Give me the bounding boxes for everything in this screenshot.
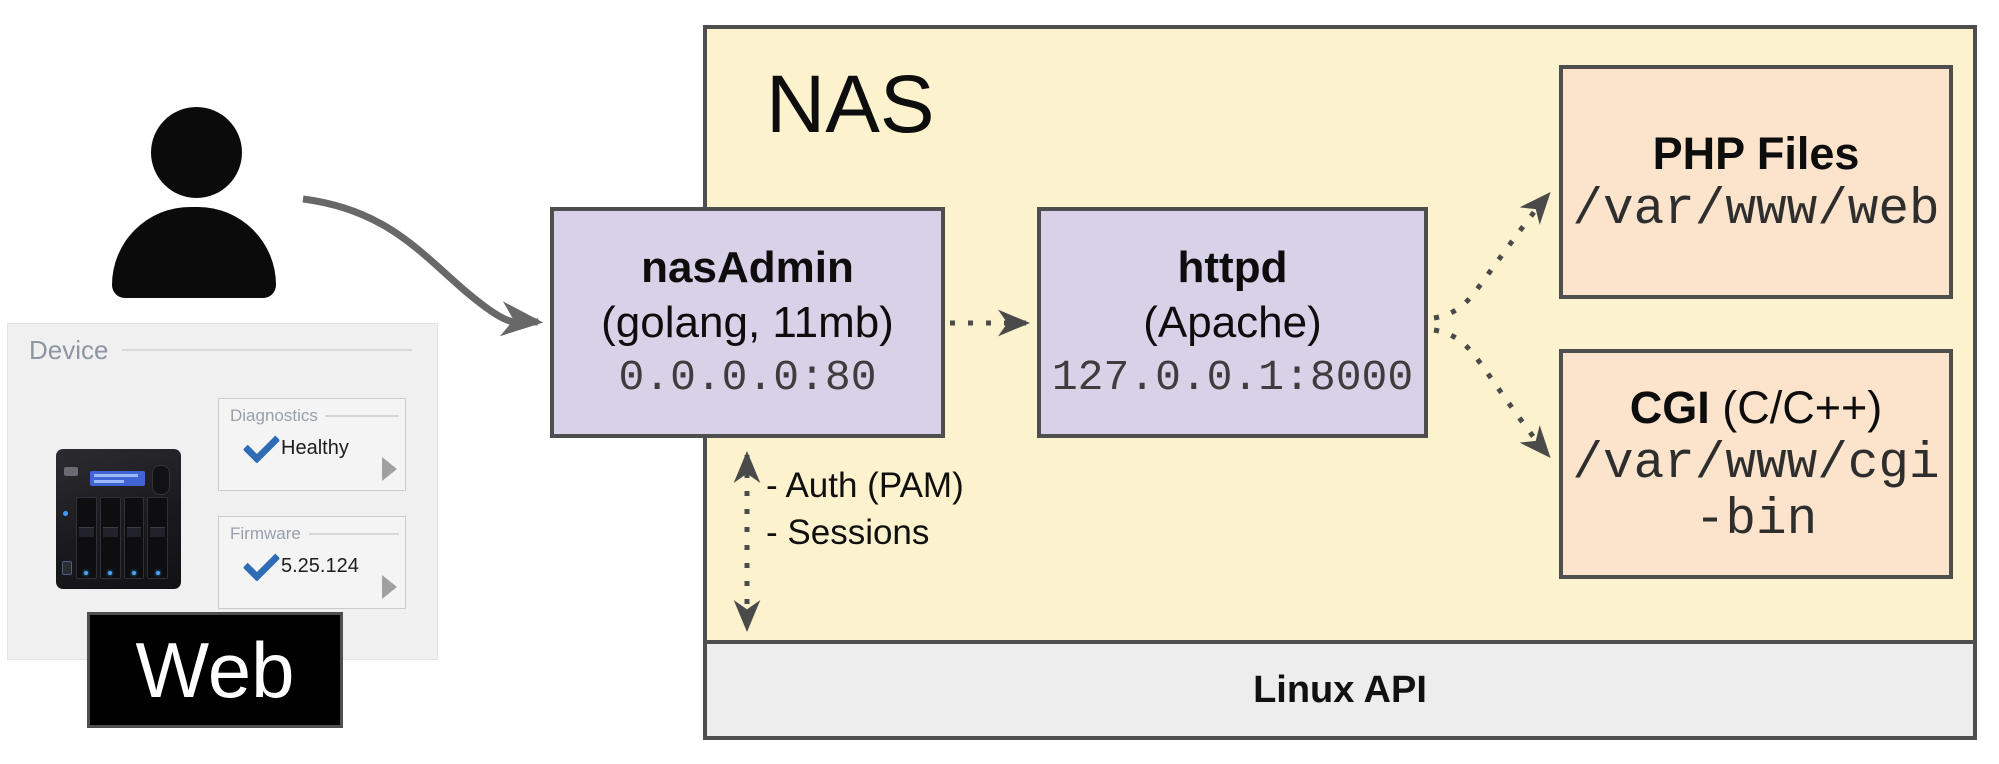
linux-api-bar: Linux API — [703, 640, 1977, 740]
drive-bay — [147, 497, 168, 579]
nav-buttons — [152, 465, 170, 495]
device-title-divider — [122, 349, 412, 351]
diagnostics-expand-chevron-icon[interactable] — [382, 457, 397, 481]
auth-note-pam: - Auth (PAM) — [766, 466, 964, 505]
person-body — [112, 207, 276, 298]
httpd-box: httpd (Apache) 127.0.0.1:8000 — [1037, 207, 1428, 438]
auth-notes: - Auth (PAM) - Sessions — [766, 462, 964, 556]
nasadmin-subtitle: (golang, 11mb) — [601, 298, 894, 347]
nasadmin-address: 0.0.0.0:80 — [618, 353, 877, 402]
web-badge: Web — [87, 612, 343, 728]
linux-api-label: Linux API — [1253, 668, 1427, 711]
user-to-nasadmin-arrow — [302, 195, 544, 337]
nasadmin-box: nasAdmin (golang, 11mb) 0.0.0.0:80 — [550, 207, 945, 438]
drive-bay — [123, 497, 145, 579]
httpd-subtitle: (Apache) — [1143, 298, 1322, 347]
drive-bay — [99, 497, 121, 579]
drive-bays — [76, 497, 168, 579]
diagnostics-divider — [325, 415, 399, 417]
cgi-path-line2: -bin — [1694, 492, 1818, 549]
firmware-checkmark-icon — [242, 544, 281, 582]
firmware-expand-chevron-icon[interactable] — [382, 575, 397, 599]
firmware-value: 5.25.124 — [281, 555, 359, 577]
usb-port — [62, 561, 72, 575]
diagnostics-card: Diagnostics Healthy — [218, 398, 406, 491]
person-head — [151, 107, 242, 198]
firmware-divider — [309, 533, 399, 535]
cgi-box: CGI (C/C++) /var/www/cgi -bin — [1559, 349, 1953, 579]
auth-note-sessions: - Sessions — [766, 513, 930, 552]
device-panel-title: Device — [29, 335, 109, 365]
nasadmin-title: nasAdmin — [641, 243, 854, 292]
lcd-screen — [90, 471, 145, 486]
cgi-path-line1: /var/www/cgi — [1572, 436, 1940, 493]
wd-logo — [64, 467, 78, 476]
httpd-title: httpd — [1177, 243, 1288, 292]
drive-bay — [76, 497, 97, 579]
nas-device-image — [56, 449, 181, 589]
healthy-checkmark-icon — [242, 426, 281, 464]
cgi-title: CGI (C/C++) — [1629, 382, 1883, 433]
cgi-title-rest: (C/C++) — [1709, 382, 1883, 433]
httpd-address: 127.0.0.1:8000 — [1051, 353, 1414, 402]
diagnostics-label: Diagnostics — [230, 406, 318, 425]
device-panel: Device Diagnostics Healthy F — [7, 323, 438, 660]
web-badge-label: Web — [135, 626, 295, 714]
firmware-label: Firmware — [230, 524, 301, 543]
php-files-title: PHP Files — [1652, 128, 1860, 179]
diagnostics-value: Healthy — [281, 437, 349, 459]
php-files-path: /var/www/web — [1572, 182, 1940, 239]
power-led — [63, 511, 68, 516]
firmware-card: Firmware 5.25.124 — [218, 516, 406, 609]
php-files-box: PHP Files /var/www/web — [1559, 65, 1953, 299]
nas-title: NAS — [766, 59, 935, 150]
